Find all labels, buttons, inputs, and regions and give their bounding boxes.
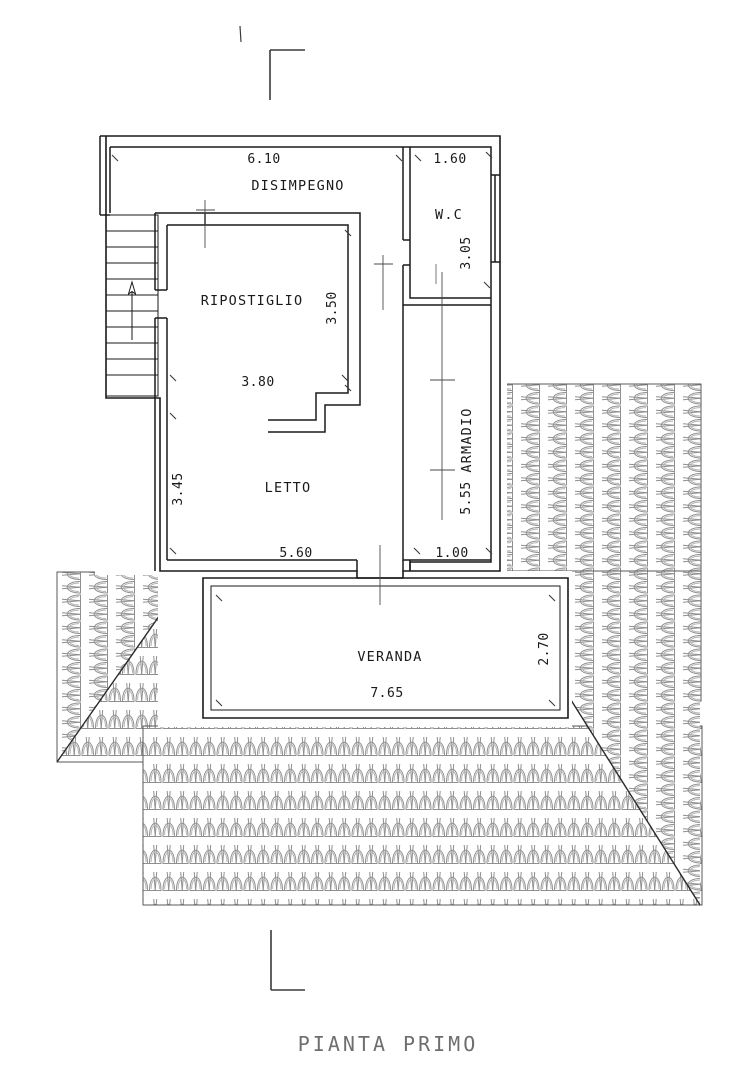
dim-veranda-height: 2.70 — [537, 632, 552, 665]
wc-walls — [409, 147, 491, 299]
dim-letto-height: 3.45 — [171, 472, 186, 505]
dimension-lines — [196, 200, 455, 605]
hip-line-bottom-right — [570, 699, 701, 906]
dim-wc-width: 1.60 — [433, 152, 466, 167]
dimension-ticks — [111, 151, 556, 707]
dim-armadio-width: 1.00 — [435, 546, 468, 561]
stair-arrow-head — [127, 280, 137, 296]
room-label-veranda: VERANDA — [357, 649, 422, 665]
dim-wc-height: 3.05 — [459, 236, 474, 269]
room-label-wc: W.C — [435, 207, 463, 223]
room-label-letto: LETTO — [265, 480, 312, 496]
dim-disimpegno-width: 6.10 — [247, 152, 280, 167]
staircase — [105, 214, 159, 397]
room-label-ripostiglio: RIPOSTIGLIO — [201, 293, 304, 309]
ripostiglio-inner-wall — [167, 224, 349, 421]
page-title: PIANTA PRIMO — [298, 1032, 479, 1056]
veranda-inner-wall — [210, 585, 561, 711]
dim-letto-width: 5.60 — [279, 546, 312, 561]
veranda-outer-wall — [202, 577, 569, 719]
section-marker-top — [239, 25, 305, 100]
ripostiglio-outer-wall — [155, 212, 361, 433]
dim-veranda-width: 7.65 — [370, 686, 403, 701]
roof-right — [505, 383, 702, 572]
room-label-armadio: ARMADIO — [459, 407, 475, 472]
room-label-disimpegno: DISIMPEGNO — [251, 178, 344, 194]
stair-outline — [105, 214, 159, 397]
dim-ripostiglio-height: 3.50 — [325, 291, 340, 324]
dim-armadio-height: 5.55 — [459, 481, 474, 514]
building-mask — [95, 130, 507, 575]
section-marker-bottom — [270, 930, 305, 991]
dim-ripostiglio-width: 3.80 — [241, 375, 274, 390]
veranda-mask — [158, 571, 572, 727]
roof-right-lower — [570, 570, 702, 702]
